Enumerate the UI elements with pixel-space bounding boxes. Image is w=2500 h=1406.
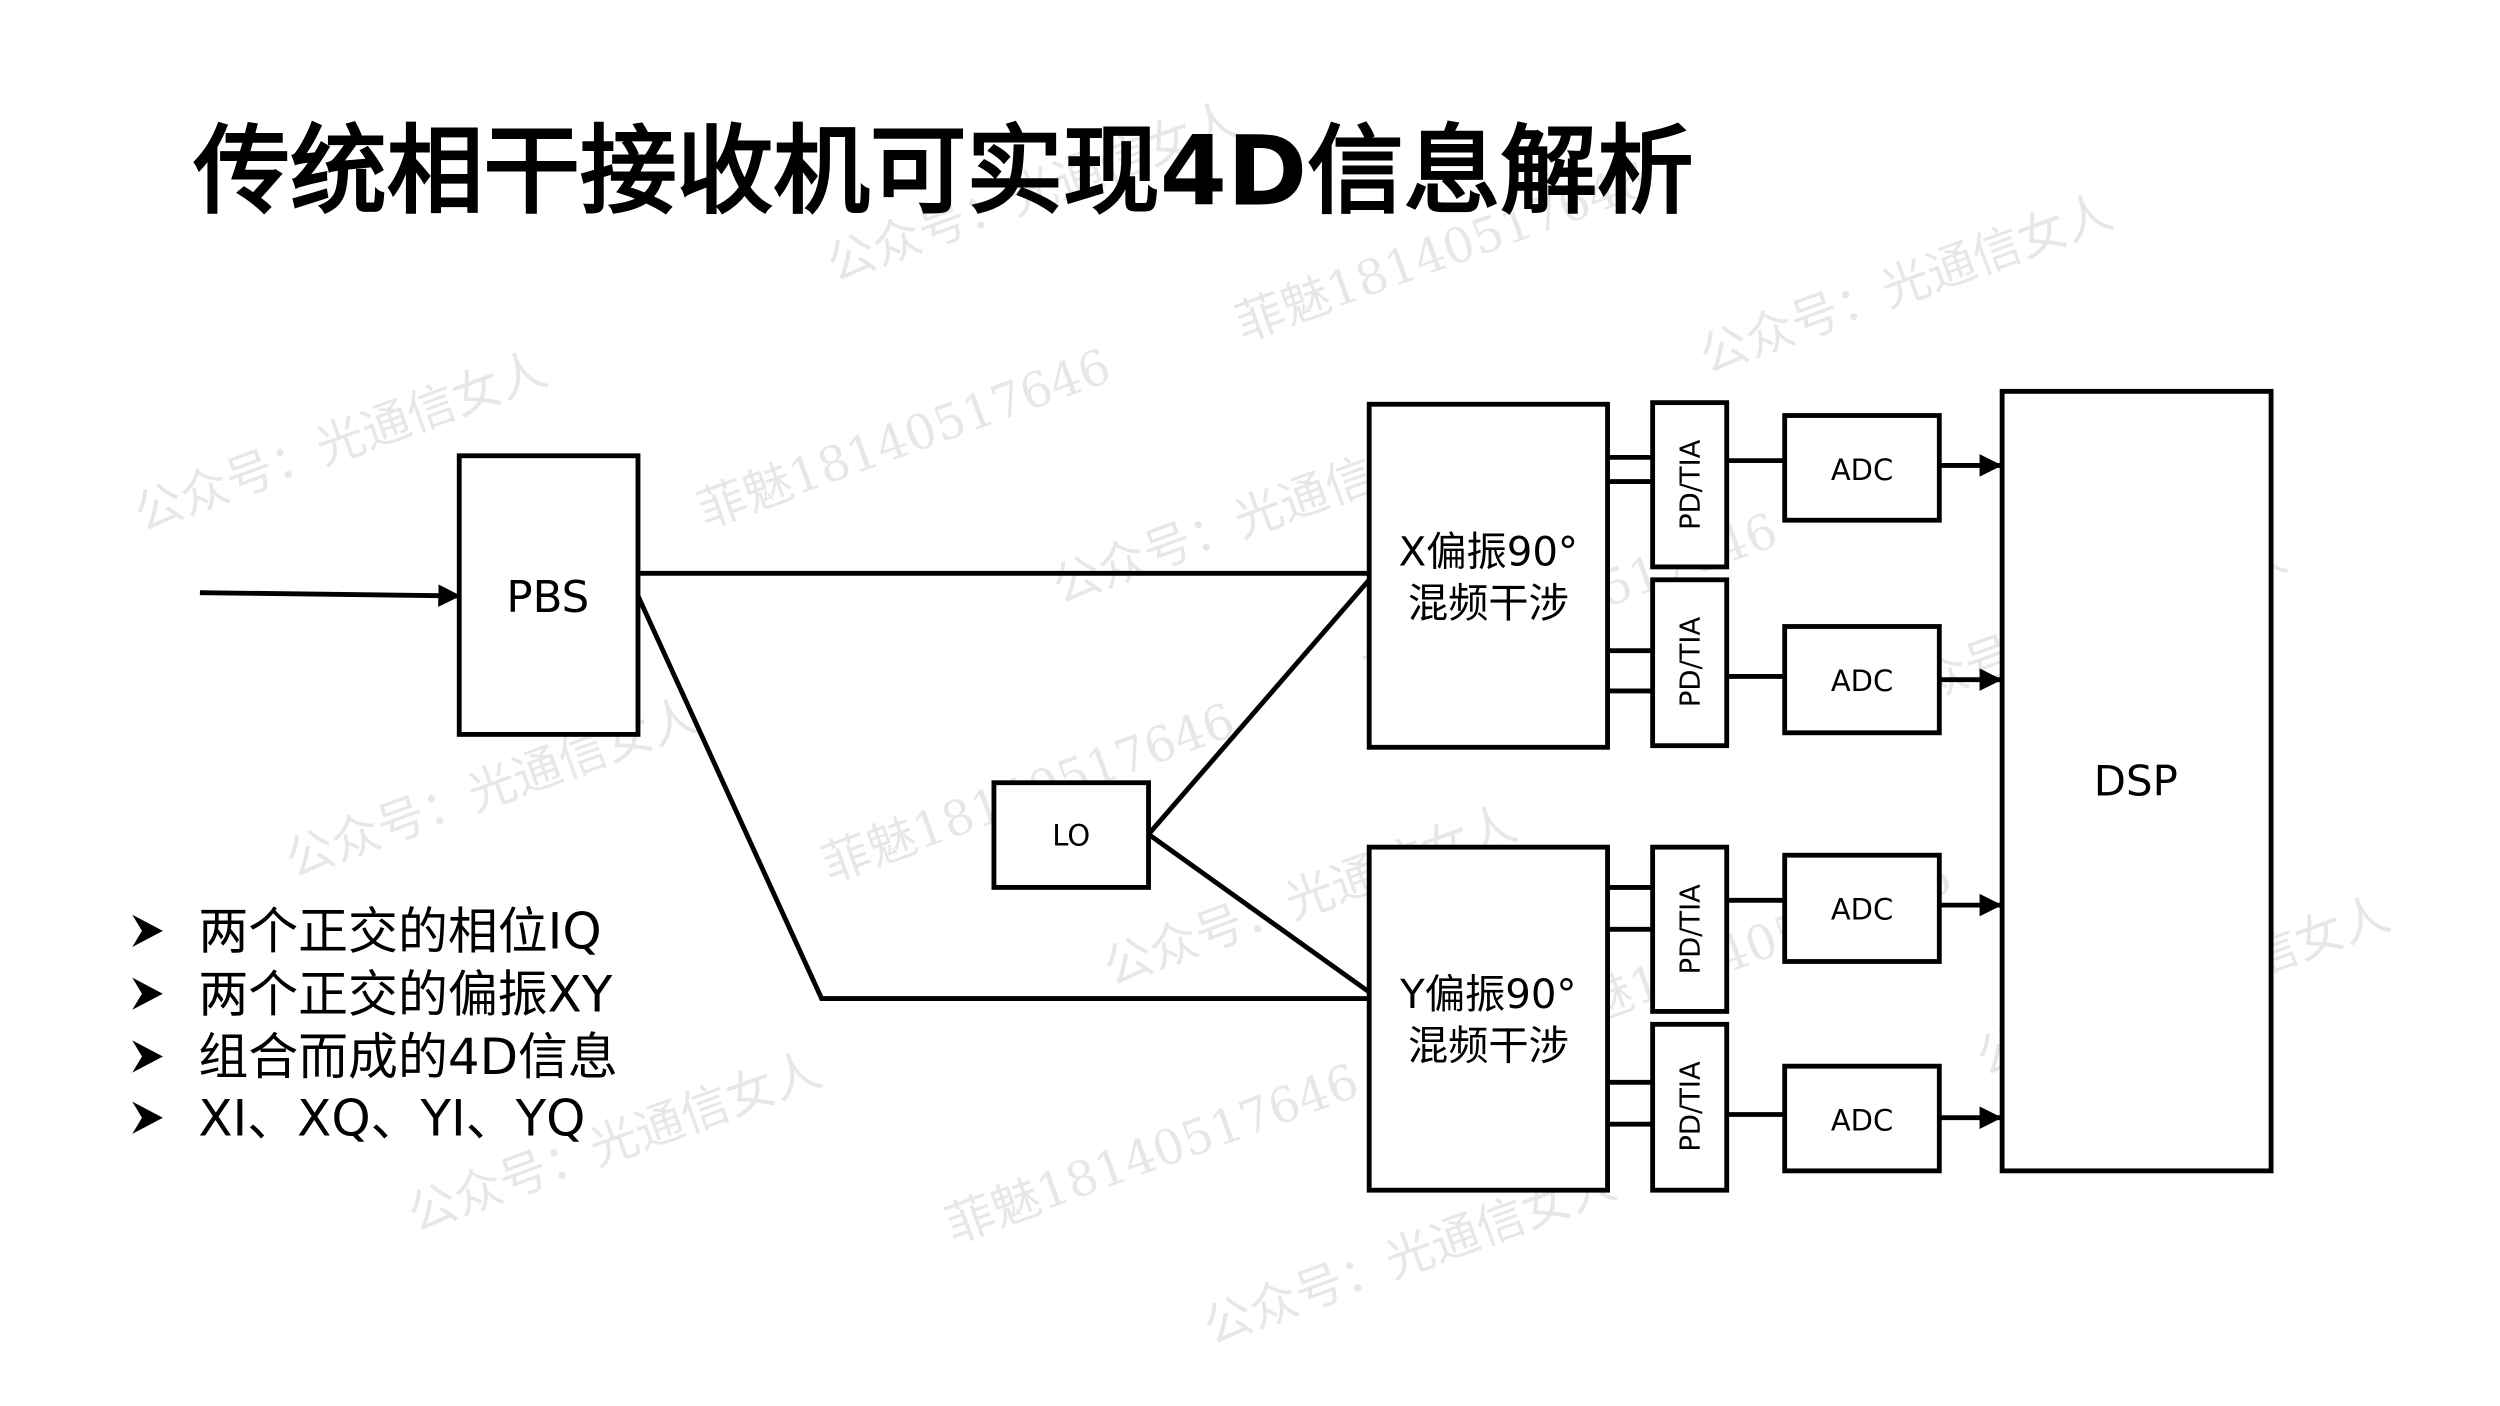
connections [199, 454, 2003, 1129]
adc-label: ADC [1831, 664, 1893, 698]
page-title: 传统相干接收机可实现4D信息解析 [192, 115, 1693, 228]
pd-tia-block: PD/TIA [1650, 844, 1730, 1014]
x-mixer-label-line2: 混频干涉 [1408, 581, 1569, 627]
adc-label: ADC [1831, 1104, 1893, 1138]
y-mixer-label-line2: 混频干涉 [1408, 1024, 1569, 1070]
pbs-to-y-mixer-line [635, 594, 1370, 1001]
x-mixer-block: X偏振90° 混频干涉 [1366, 401, 1610, 750]
arrowhead-bullet-icon [132, 914, 163, 947]
bullet-text: XI、XQ、YI、YQ [198, 1089, 585, 1147]
arrowhead-bullet-icon [132, 977, 163, 1010]
y-mixer-block: Y偏振90° 混频干涉 [1366, 844, 1610, 1193]
adc-block: ADC [1782, 624, 1942, 736]
pd-tia-block: PD/TIA [1650, 577, 1730, 749]
input-arrow [199, 584, 461, 607]
watermark: 菲魅18140517646 [939, 1053, 1367, 1254]
bullet-item: 两个正交的偏振XY [132, 965, 613, 1023]
pd-tia-label: PD/TIA [1675, 617, 1706, 708]
dsp-block: DSP [1999, 388, 2274, 1174]
watermark: 公众号：光通信女人 [1692, 184, 2120, 385]
lo-to-y-mixer-line [1147, 832, 1371, 995]
x-mixer-label-line1: X偏振90° [1399, 529, 1578, 575]
lo-label: LO [1052, 819, 1090, 853]
bullet-item: XI、XQ、YI、YQ [132, 1089, 585, 1147]
pd-tia-block: PD/TIA [1650, 400, 1730, 570]
pd-tia-label: PD/TIA [1675, 884, 1706, 975]
watermark: 菲魅18140517646 [691, 338, 1119, 539]
lo-block: LO [991, 780, 1151, 890]
bullet-text: 组合而成的4D信息 [198, 1028, 618, 1086]
bullet-item: 两个正交的相位IQ [132, 903, 602, 961]
y-mixer-label-line1: Y偏振90° [1399, 972, 1576, 1018]
bullet-text: 两个正交的相位IQ [198, 903, 601, 961]
adc-label: ADC [1831, 453, 1893, 487]
pbs-block: PBS [456, 453, 641, 737]
adc-block: ADC [1782, 852, 1942, 964]
adc-label: ADC [1831, 893, 1893, 927]
bullet-text: 两个正交的偏振XY [198, 965, 613, 1023]
lo-to-x-mixer-line [1146, 578, 1372, 836]
bullet-item: 组合而成的4D信息 [132, 1028, 618, 1086]
bullet-list: 两个正交的相位IQ 两个正交的偏振XY 组合而成的4D信息 XI、XQ、YI、Y… [132, 903, 618, 1147]
arrowhead-bullet-icon [132, 1101, 163, 1134]
pd-tia-label: PD/TIA [1675, 1061, 1706, 1152]
pd-tia-block: PD/TIA [1650, 1021, 1730, 1193]
arrowhead-bullet-icon [132, 1040, 163, 1073]
adc-block: ADC [1782, 413, 1942, 523]
pbs-label: PBS [506, 573, 589, 623]
dsp-label: DSP [2094, 757, 2178, 806]
adc-block: ADC [1782, 1063, 1942, 1174]
pd-tia-label: PD/TIA [1675, 439, 1706, 530]
